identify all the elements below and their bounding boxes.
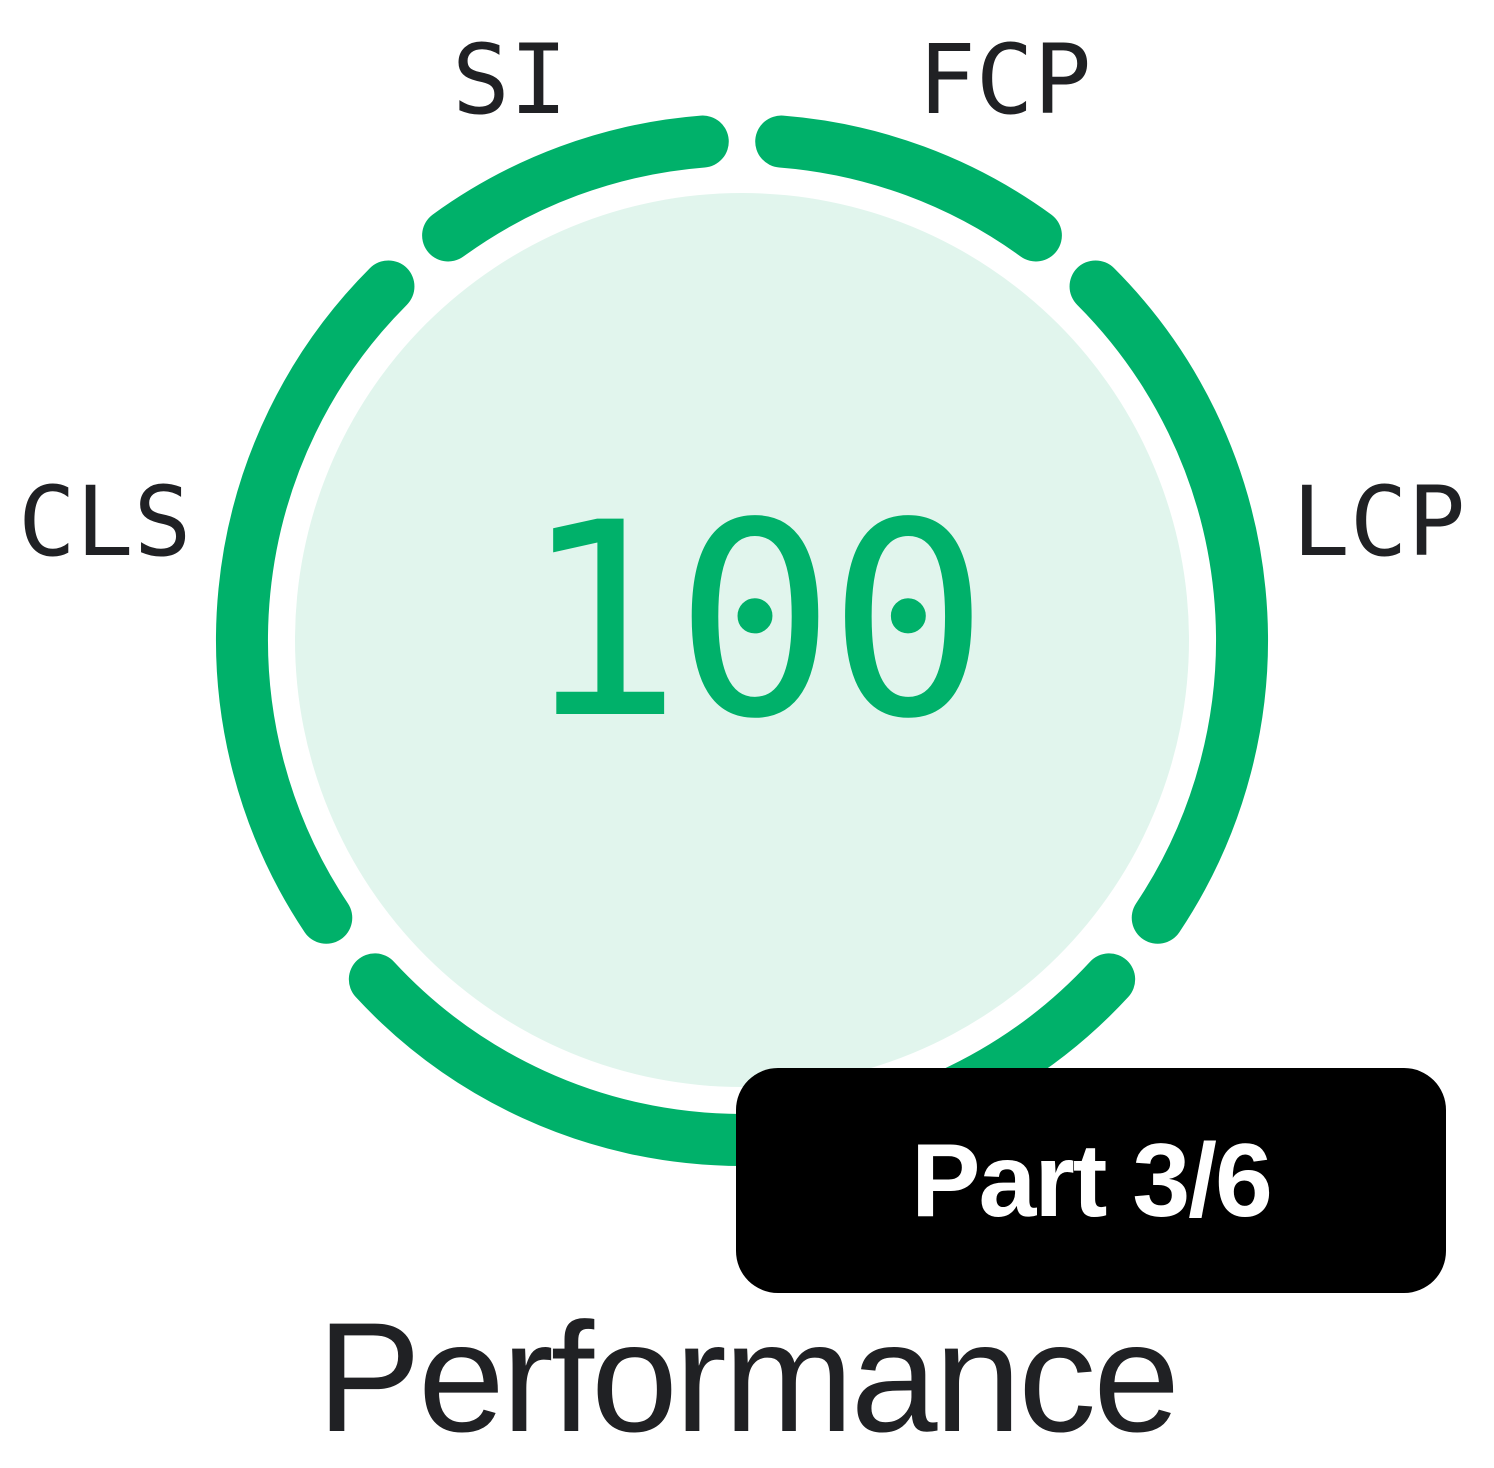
metric-segment-cls — [216, 260, 415, 944]
metric-segment-fcp — [755, 115, 1062, 262]
metric-segment-lcp — [1069, 260, 1268, 944]
metric-label-lcp: LCP — [1292, 466, 1466, 578]
category-title: Performance — [316, 1291, 1180, 1465]
metric-label-cls: CLS — [18, 466, 192, 578]
metric-segment-si — [422, 115, 729, 262]
gauge-inner-fill — [295, 193, 1189, 1087]
performance-score: 100 — [520, 466, 989, 778]
part-badge: Part 3/6 — [736, 1068, 1446, 1293]
metric-label-si: SI — [452, 24, 568, 136]
metric-label-fcp: FCP — [918, 24, 1092, 136]
part-badge-text: Part 3/6 — [911, 1122, 1273, 1239]
